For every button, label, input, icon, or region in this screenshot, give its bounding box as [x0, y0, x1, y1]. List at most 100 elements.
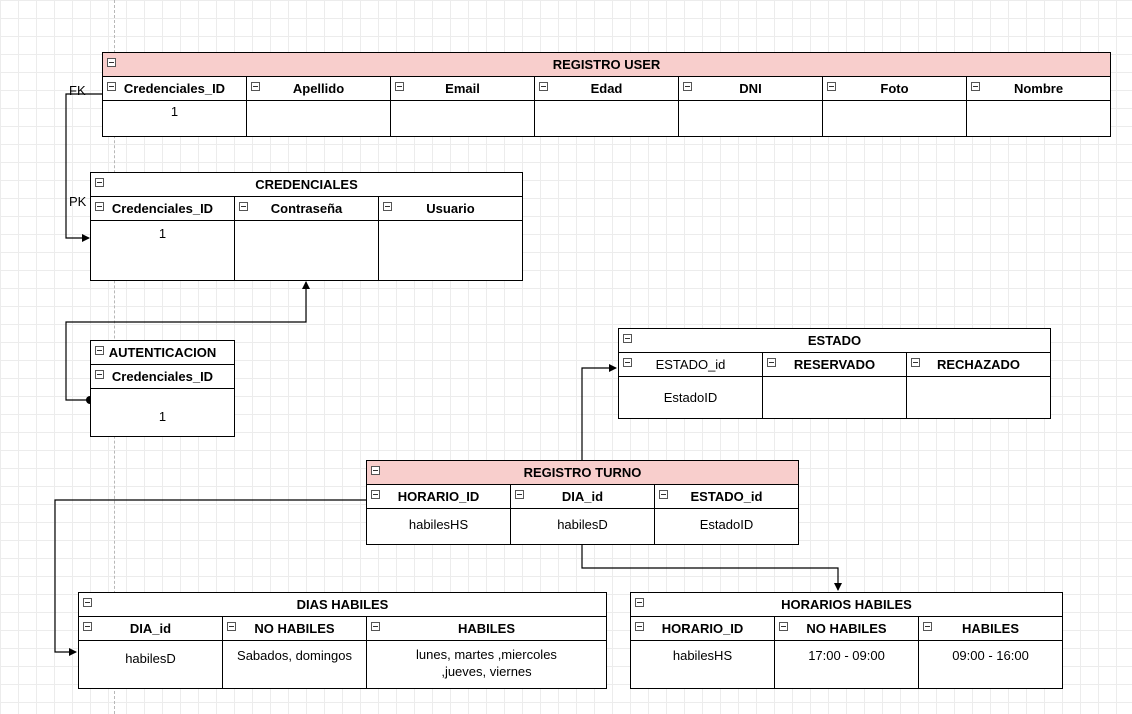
table-header[interactable]: REGISTRO TURNO — [367, 461, 798, 485]
column-dia-id[interactable]: DIA_id habilesD — [79, 617, 223, 688]
cell-value: habilesD — [125, 651, 176, 666]
table-title: HORARIOS HABILES — [781, 597, 912, 612]
column-header: ESTADO_id — [690, 489, 763, 504]
column-horario-id[interactable]: HORARIO_ID habilesHS — [367, 485, 511, 544]
column-reservado[interactable]: RESERVADO — [763, 353, 907, 418]
cell-value: lunes, martes ,miercoles ,jueves, vierne… — [416, 647, 557, 679]
table-header[interactable]: REGISTRO USER — [103, 53, 1110, 77]
collapse-icon[interactable] — [251, 82, 260, 91]
collapse-icon[interactable] — [623, 358, 632, 367]
column-header: NO HABILES — [806, 621, 887, 636]
collapse-icon[interactable] — [83, 598, 92, 607]
cell-value: 09:00 - 16:00 — [952, 648, 1029, 663]
collapse-icon[interactable] — [923, 622, 932, 631]
column-usuario[interactable]: Usuario — [379, 197, 522, 280]
collapse-icon[interactable] — [239, 202, 248, 211]
column-header: RECHAZADO — [936, 357, 1021, 372]
column-email[interactable]: Email — [391, 77, 535, 136]
collapse-icon[interactable] — [371, 490, 380, 499]
column-habiles[interactable]: HABILES lunes, martes ,miercoles ,jueves… — [367, 617, 606, 688]
column-dni[interactable]: DNI — [679, 77, 823, 136]
connector-turno-to-horarios-habiles[interactable] — [581, 545, 842, 591]
table-autenticacion[interactable]: AUTENTICACION Credenciales_ID 1 — [90, 340, 235, 437]
cell-value: EstadoID — [663, 390, 718, 405]
collapse-icon[interactable] — [83, 622, 92, 631]
column-header: HORARIO_ID — [661, 621, 744, 636]
column-foto[interactable]: Foto — [823, 77, 967, 136]
table-header[interactable]: AUTENTICACION — [91, 341, 234, 365]
table-dias-habiles[interactable]: DIAS HABILES DIA_id habilesD NO HABILES … — [78, 592, 607, 689]
column-credenciales-id[interactable]: Credenciales_ID 1 — [91, 197, 235, 280]
cell-value: 17:00 - 09:00 — [808, 648, 885, 663]
collapse-icon[interactable] — [227, 622, 236, 631]
collapse-icon[interactable] — [683, 82, 692, 91]
collapse-icon[interactable] — [95, 178, 104, 187]
collapse-icon[interactable] — [635, 622, 644, 631]
table-header[interactable]: HORARIOS HABILES — [631, 593, 1062, 617]
collapse-icon[interactable] — [371, 622, 380, 631]
column-credenciales-id[interactable]: Credenciales_ID 1 — [91, 365, 234, 436]
collapse-icon[interactable] — [107, 82, 116, 91]
table-header[interactable]: CREDENCIALES — [91, 173, 522, 197]
column-header: Credenciales_ID — [111, 369, 214, 384]
collapse-icon[interactable] — [971, 82, 980, 91]
column-no-habiles[interactable]: NO HABILES Sabados, domingos — [223, 617, 367, 688]
collapse-icon[interactable] — [95, 202, 104, 211]
connector-turno-to-estado[interactable] — [581, 364, 617, 460]
column-header: RESERVADO — [793, 357, 876, 372]
table-title: AUTENTICACION — [108, 345, 217, 360]
collapse-icon[interactable] — [767, 358, 776, 367]
table-registro-user[interactable]: REGISTRO USER Credenciales_ID 1 Apellido… — [102, 52, 1111, 137]
collapse-icon[interactable] — [395, 82, 404, 91]
collapse-icon[interactable] — [635, 598, 644, 607]
column-estado-id[interactable]: ESTADO_id EstadoID — [655, 485, 798, 544]
column-apellido[interactable]: Apellido — [247, 77, 391, 136]
column-header: Apellido — [292, 81, 345, 96]
cell-value: 1 — [170, 104, 179, 119]
collapse-icon[interactable] — [779, 622, 788, 631]
collapse-icon[interactable] — [515, 490, 524, 499]
column-nombre[interactable]: Nombre — [967, 77, 1110, 136]
table-title: CREDENCIALES — [255, 177, 358, 192]
column-edad[interactable]: Edad — [535, 77, 679, 136]
collapse-icon[interactable] — [383, 202, 392, 211]
collapse-icon[interactable] — [95, 370, 104, 379]
collapse-icon[interactable] — [827, 82, 836, 91]
collapse-icon[interactable] — [107, 58, 116, 67]
cell-value: 1 — [158, 226, 167, 241]
column-header: HABILES — [961, 621, 1020, 636]
column-contrasena[interactable]: Contraseña — [235, 197, 379, 280]
column-dia-id[interactable]: DIA_id habilesD — [511, 485, 655, 544]
column-header: Usuario — [426, 201, 475, 216]
column-horario-id[interactable]: HORARIO_ID habilesHS — [631, 617, 775, 688]
fk-label: FK — [69, 83, 86, 98]
collapse-icon[interactable] — [95, 346, 104, 355]
table-registro-turno[interactable]: REGISTRO TURNO HORARIO_ID habilesHS DIA_… — [366, 460, 799, 545]
column-credenciales-id[interactable]: Credenciales_ID 1 — [103, 77, 247, 136]
collapse-icon[interactable] — [539, 82, 548, 91]
column-header: DIA_id — [129, 621, 172, 636]
column-habiles[interactable]: HABILES 09:00 - 16:00 — [919, 617, 1062, 688]
column-header: Credenciales_ID — [111, 201, 214, 216]
cell-value: habilesD — [557, 517, 608, 532]
table-credenciales[interactable]: CREDENCIALES Credenciales_ID 1 Contraseñ… — [90, 172, 523, 281]
cell-value: EstadoID — [699, 517, 754, 532]
table-horarios-habiles[interactable]: HORARIOS HABILES HORARIO_ID habilesHS NO… — [630, 592, 1063, 689]
table-header[interactable]: DIAS HABILES — [79, 593, 606, 617]
column-no-habiles[interactable]: NO HABILES 17:00 - 09:00 — [775, 617, 919, 688]
table-title: DIAS HABILES — [296, 597, 389, 612]
table-title: REGISTRO USER — [552, 57, 661, 72]
table-header[interactable]: ESTADO — [619, 329, 1050, 353]
column-estado-id[interactable]: ESTADO_id EstadoID — [619, 353, 763, 418]
column-rechazado[interactable]: RECHAZADO — [907, 353, 1050, 418]
column-header: ESTADO_id — [655, 357, 726, 372]
collapse-icon[interactable] — [623, 334, 632, 343]
column-header: HABILES — [457, 621, 516, 636]
column-header: Nombre — [1013, 81, 1064, 96]
column-header: Foto — [880, 81, 909, 96]
collapse-icon[interactable] — [911, 358, 920, 367]
collapse-icon[interactable] — [659, 490, 668, 499]
collapse-icon[interactable] — [371, 466, 380, 475]
table-estado[interactable]: ESTADO ESTADO_id EstadoID RESERVADO RECH… — [618, 328, 1051, 419]
column-header: HORARIO_ID — [397, 489, 480, 504]
